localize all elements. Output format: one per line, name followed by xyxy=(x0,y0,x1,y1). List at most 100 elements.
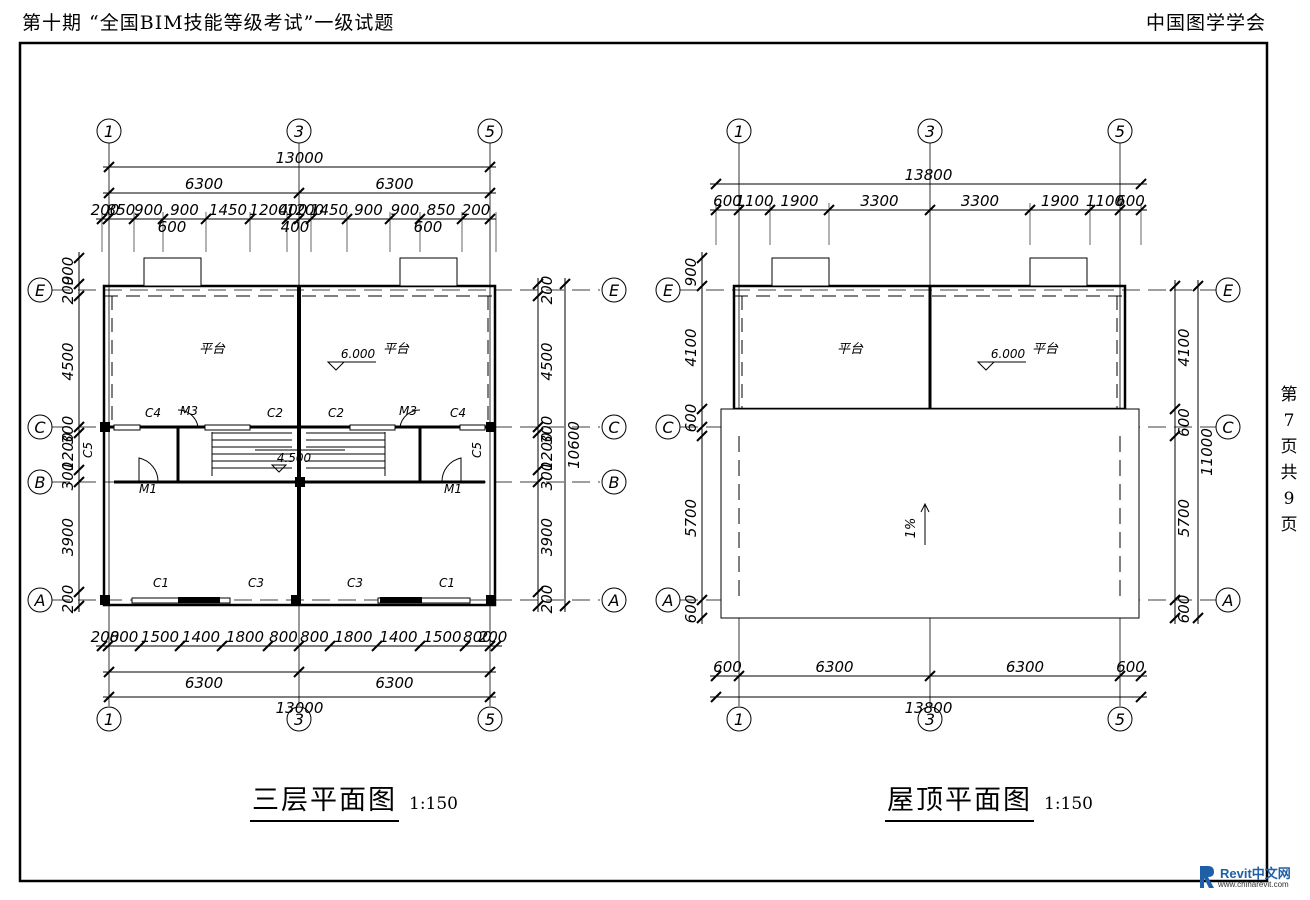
top-detail-dim-text: 200 xyxy=(462,201,491,219)
watermark-logo: Revit中文网 www.chinarevit.com xyxy=(1198,862,1304,896)
page-char: 页 xyxy=(1280,515,1298,535)
top-detail-dim-text: 200 xyxy=(91,201,120,219)
revit-r-icon xyxy=(1200,866,1214,888)
top-detail-dim-text: 900 xyxy=(134,201,163,219)
sheet-header-title: 第十期 “全国BIM技能等级考试”一级试题 xyxy=(22,12,395,34)
right-total-dim-tick xyxy=(559,600,571,612)
axis-bubble-right-circle xyxy=(601,469,627,495)
right-dim-tick xyxy=(532,476,544,488)
top-total-dim-tick xyxy=(710,178,722,190)
axis-bubble-top-circle xyxy=(726,118,752,144)
roof-box xyxy=(771,257,830,287)
window xyxy=(349,424,396,431)
axis-bubble-bottom-label: 3 xyxy=(925,710,935,729)
column xyxy=(486,595,496,605)
axis-bubble-right-label: C xyxy=(608,418,620,437)
axis-bubble-top-label: 1 xyxy=(104,122,114,141)
axis-bubble-top-label: 1 xyxy=(734,122,744,141)
page-char: 共 xyxy=(1280,463,1298,483)
left-dim-text: 4500 xyxy=(59,342,77,380)
opening-label: C5 xyxy=(470,442,484,458)
bottom-half-dim-text: 6300 xyxy=(375,674,413,692)
opening-label: M1 xyxy=(139,482,157,496)
bottom-half-dim-tick xyxy=(484,666,496,678)
top-detail-dim-text: 1100 xyxy=(1086,192,1124,210)
right-dim-tick xyxy=(1169,612,1181,624)
right-dim-tick xyxy=(1169,280,1181,292)
right-dim-text: 300 xyxy=(538,416,556,445)
room-label: 平台 xyxy=(837,342,864,357)
axis-bubble-bottom-label: 5 xyxy=(485,710,495,729)
roof-box xyxy=(399,257,458,287)
left-dim-tick xyxy=(696,403,708,415)
top-sub-text: 600 xyxy=(414,218,443,236)
left-plan-scale: 1:150 xyxy=(409,794,458,814)
axis-bubble-right-circle xyxy=(601,587,627,613)
bottom-detail-dim-text: 600 xyxy=(1116,658,1145,676)
top-detail-dim-tick xyxy=(1114,204,1126,216)
window xyxy=(459,424,486,431)
page-char: 第 xyxy=(1280,385,1298,405)
top-detail-dim-text: 1900 xyxy=(1041,192,1079,210)
bottom-half-dim-tick xyxy=(293,666,305,678)
left-dim-tick xyxy=(73,290,85,302)
bottom-detail-dim-tick xyxy=(102,640,114,652)
bottom-detail-dim-text: 800 xyxy=(269,628,298,646)
right-total-dim-text: 10600 xyxy=(565,421,583,469)
bottom-detail-dim-tick xyxy=(134,640,146,652)
top-detail-dim-text: 900 xyxy=(354,201,383,219)
right-total-dim-text: 11000 xyxy=(1198,428,1216,476)
top-sub-text: 400 xyxy=(281,218,310,236)
bottom-detail-dim-text: 800 xyxy=(300,628,329,646)
left-dim-text: 900 xyxy=(682,258,700,287)
top-detail-dim-tick xyxy=(293,213,305,225)
top-total-dim-tick xyxy=(484,161,496,173)
right-dim-tick xyxy=(1169,594,1181,606)
column xyxy=(486,422,496,432)
top-detail-dim-text: 850 xyxy=(427,201,456,219)
right-dim-text: 5700 xyxy=(1175,499,1193,537)
door-swing xyxy=(138,457,159,483)
axis-bubble-bottom-label: 1 xyxy=(104,710,114,729)
top-total-dim-text: 13800 xyxy=(905,166,953,184)
bottom-detail-dim-tick xyxy=(324,640,336,652)
left-dim-tick xyxy=(73,586,85,598)
axis-bubble-right-circle xyxy=(601,414,627,440)
page-number: 第 7 页 共 9 页 xyxy=(1278,382,1300,538)
top-detail-dim-tick xyxy=(733,204,745,216)
right-dim-tick xyxy=(532,586,544,598)
bottom-half-dim-tick xyxy=(103,666,115,678)
axis-bubble-top-circle xyxy=(1107,118,1133,144)
left-dim-tick xyxy=(696,430,708,442)
right-dim-tick xyxy=(532,600,544,612)
roof-box xyxy=(1029,257,1088,287)
column xyxy=(291,595,301,605)
bottom-total-dim-tick xyxy=(1135,691,1147,703)
axis-bubble-top-label: 5 xyxy=(485,122,495,141)
column xyxy=(100,595,110,605)
right-dim-text: 4100 xyxy=(1175,328,1193,366)
bottom-detail-dim-text: 200 xyxy=(91,628,120,646)
left-dim-text: 300 xyxy=(59,462,77,491)
axis-bubble-left-circle xyxy=(27,414,53,440)
window xyxy=(113,424,141,431)
opening-label: M3 xyxy=(180,404,198,418)
bottom-detail-dim-tick xyxy=(459,640,471,652)
window xyxy=(204,424,251,431)
right-plan-scale: 1:150 xyxy=(1044,794,1093,814)
door-swing xyxy=(177,409,199,428)
axis-bubble-top-label: 3 xyxy=(925,122,935,141)
right-dim-text: 200 xyxy=(538,276,556,305)
bottom-detail-dim-tick xyxy=(371,640,383,652)
top-detail-dim-text: 400 xyxy=(279,201,308,219)
slope-text: 1% xyxy=(904,518,919,539)
axis-bubble-left-label: C xyxy=(662,418,674,437)
sheet-header-org: 中国图学学会 xyxy=(1145,12,1266,34)
top-detail-dim-tick xyxy=(102,213,114,225)
page-char: 9 xyxy=(1283,489,1295,509)
